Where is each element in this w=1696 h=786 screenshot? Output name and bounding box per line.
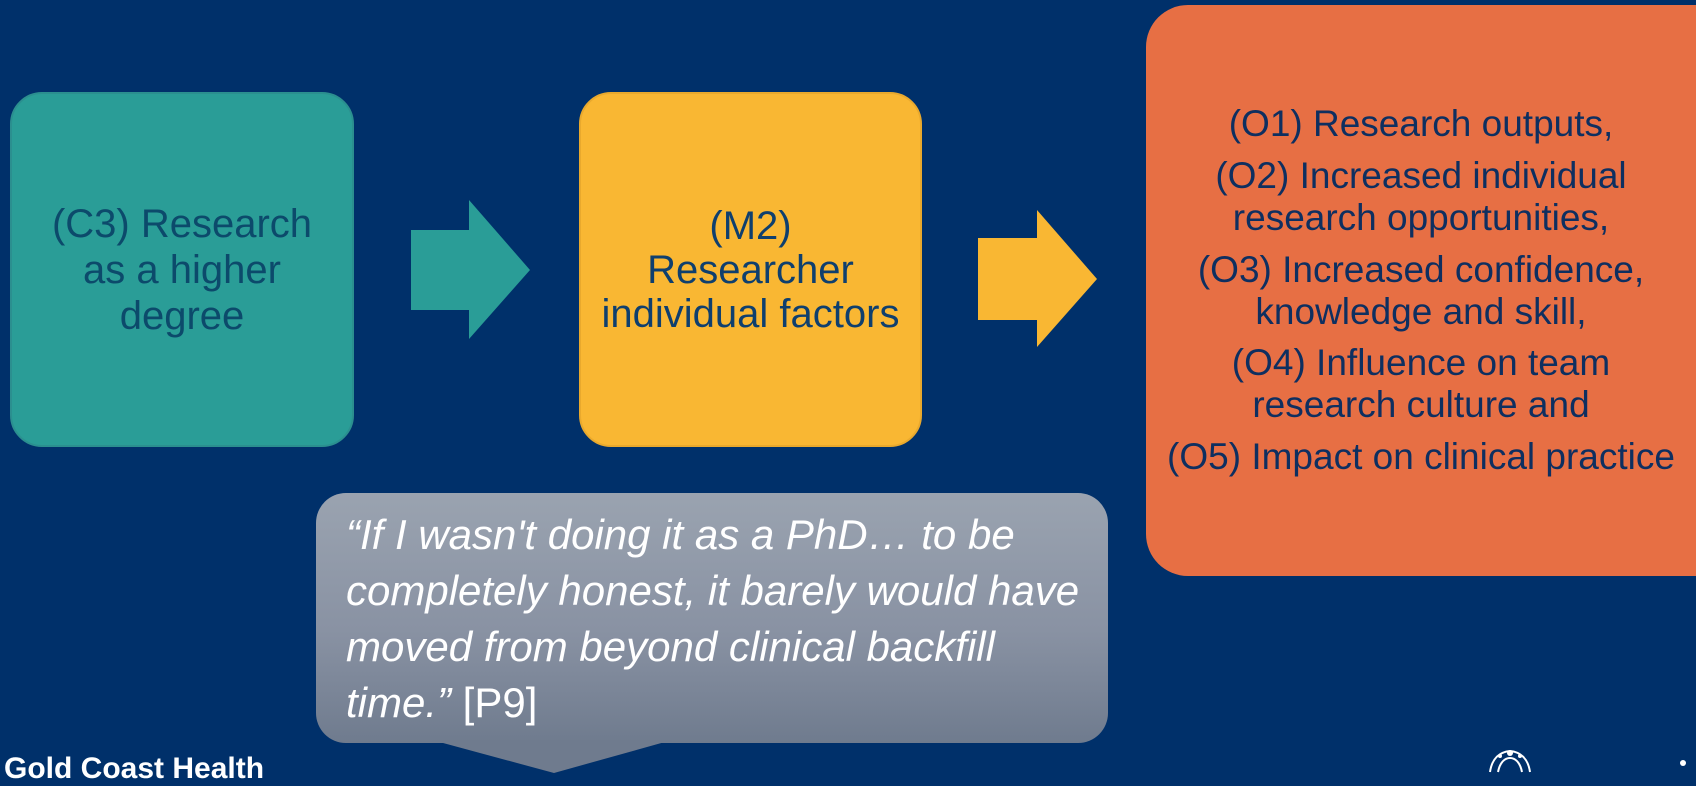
quote-callout: “If I wasn't doing it as a PhD… to be co… [316,493,1108,743]
context-label: (C3) Research as a higher degree [51,201,313,338]
arrow-right-icon [978,210,1097,347]
context-box: (C3) Research as a higher degree [10,92,354,447]
mechanism-box: (M2) Researcher individual factors [579,92,922,447]
outcome-item-o4: (O4) Influence on team research culture … [1231,342,1611,426]
outcome-item-o2: (O2) Increased individual research oppor… [1215,155,1627,238]
crest-icon [1489,749,1531,773]
outcome-item-o5: (O5) Impact on clinical practice [1167,435,1675,477]
callout-pointer-icon [432,740,672,773]
outcome-item-o3: (O3) Increased confidence, knowledge and… [1197,248,1645,332]
quote-participant: [P9] [451,678,538,726]
outcome-item-o1: (O1) Research outputs, [1228,103,1614,145]
corner-dot [1680,760,1686,766]
gold-coast-health-logo: Gold Coast Health [4,752,265,785]
mechanism-label: Researcher individual factors [601,247,900,336]
mechanism-code: (M2) [709,203,792,248]
arrow-right-icon [411,200,530,339]
outcomes-box: (O1) Research outputs, (O2) Increased in… [1146,5,1696,576]
quote-text: “If I wasn't doing it as a PhD… to be co… [346,511,1080,726]
